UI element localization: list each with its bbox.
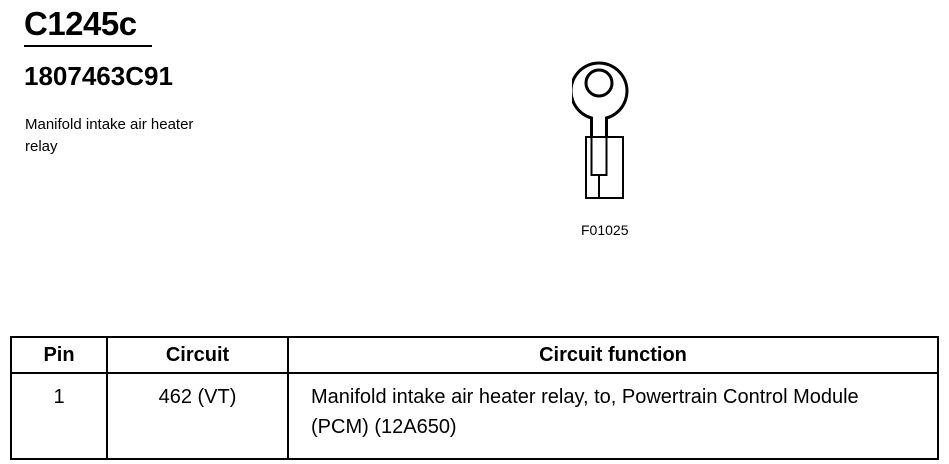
connector-description: Manifold intake air heater relay	[25, 116, 194, 155]
header-circuit: Circuit	[106, 336, 289, 374]
connector-id-underline	[24, 45, 152, 47]
pin-table: Pin Circuit Circuit function 1 462 (VT) …	[10, 336, 939, 460]
table-header-row: Pin Circuit Circuit function	[10, 336, 939, 374]
connector-id: C1245c	[24, 5, 137, 42]
figure-code: F01025	[581, 222, 629, 238]
circuit-cell: 462 (VT)	[106, 372, 289, 460]
pin-cell: 1	[10, 372, 108, 460]
header-circuit-function: Circuit function	[287, 336, 939, 374]
circuit-function-cell: Manifold intake air heater relay, to, Po…	[287, 372, 939, 460]
header-pin: Pin	[10, 336, 108, 374]
part-number: 1807463C91	[24, 61, 173, 91]
table-row: 1 462 (VT) Manifold intake air heater re…	[10, 372, 939, 460]
ring-terminal-icon	[572, 61, 629, 199]
